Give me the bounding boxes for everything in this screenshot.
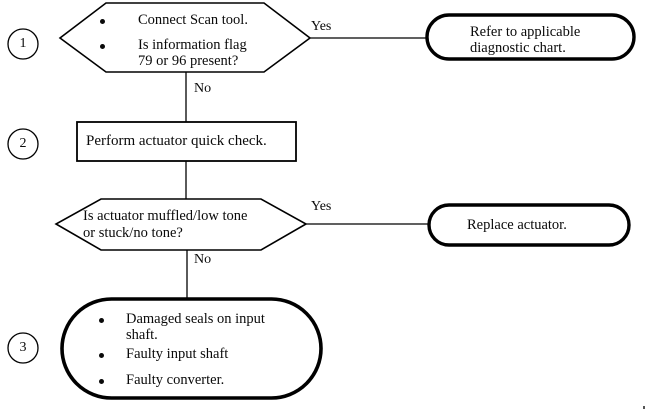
decision1-line-1: Connect Scan tool. [138, 12, 248, 28]
edge-label-decision2-no: No [194, 252, 212, 267]
terminal3-bullet-dot-3 [99, 379, 104, 384]
terminal-node-3-shape [60, 297, 323, 400]
terminal3-bullet-dot-1 [99, 318, 104, 323]
decision1-line-2: Is information flag [138, 37, 247, 53]
step-number-2: 2 [19, 136, 27, 151]
decision-node-2-shape [54, 198, 308, 251]
step-number-3: 3 [19, 340, 27, 355]
step-circle-1 [7, 28, 39, 60]
edge-label-decision2-yes: Yes [311, 199, 332, 214]
decision2-line-2: or stuck/no tone? [83, 225, 183, 241]
decision2-line-1: Is actuator muffled/low tone [83, 208, 248, 224]
edge-label-decision1-yes: Yes [311, 19, 332, 34]
terminal1-line-2: diagnostic chart. [470, 40, 566, 56]
decision-node-1-shape [58, 2, 312, 73]
edge-label-decision1-no: No [194, 81, 212, 96]
terminal2-line-1: Replace actuator. [467, 217, 567, 233]
step-circle-2 [7, 128, 39, 160]
terminal3-line-1: Damaged seals on input [126, 311, 265, 327]
decision1-bullet-dot-1 [100, 19, 105, 24]
terminal3-line-4: Faulty converter. [126, 372, 225, 388]
terminal-node-2-shape [427, 203, 631, 247]
terminal3-line-2: shaft. [126, 327, 158, 343]
terminal3-bullet-dot-2 [99, 353, 104, 358]
decision1-bullet-dot-2 [100, 44, 105, 49]
terminal3-line-3: Faulty input shaft [126, 346, 229, 362]
decision1-line-3: 79 or 96 present? [138, 53, 239, 69]
terminal-node-1-shape [425, 13, 636, 61]
step-number-1: 1 [19, 36, 27, 51]
step-circle-3 [7, 332, 39, 364]
terminal1-line-1: Refer to applicable [470, 24, 581, 40]
process1-label: Perform actuator quick check. [86, 133, 267, 149]
scan-artifact-speck [643, 406, 645, 409]
